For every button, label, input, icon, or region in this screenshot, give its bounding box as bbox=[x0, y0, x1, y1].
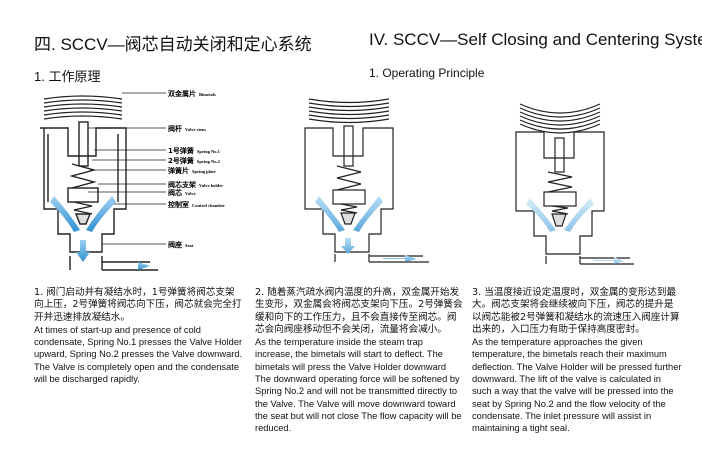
label-zh: 双金属片 bbox=[168, 89, 196, 98]
bimetal-stack bbox=[43, 95, 123, 120]
paragraph-en: As the temperature approaches the given … bbox=[472, 337, 682, 434]
label-zh: 1号弹簧 bbox=[168, 146, 194, 155]
label-en: Control chamber bbox=[192, 203, 225, 208]
paragraph-en: As the temperature inside the steam trap… bbox=[255, 337, 462, 434]
text-column-1: 1. 阀门启动并有凝结水时，1号弹簧将阀芯支架向上压，2号弹簧将阀芯向下压，阀芯… bbox=[34, 287, 244, 385]
paragraph-zh: 3. 当温度接近设定温度时，双金属的变形达到最大。阀芯支架将会继续被向下压，阀芯… bbox=[472, 287, 680, 335]
label-zh: 控制室 bbox=[168, 200, 189, 209]
text-column-3: 3. 当温度接近设定温度时，双金属的变形达到最大。阀芯支架将会继续被向下压，阀芯… bbox=[472, 287, 682, 435]
label-en: Spring plate bbox=[192, 169, 216, 174]
label-zh: 弹簧片 bbox=[168, 166, 189, 175]
label-en: Bimetals bbox=[199, 92, 216, 97]
text-column-2: 2. 随着蒸汽疏水阀内温度的升高，双金属开始发生变形，双金属会将阀芯支架向下压。… bbox=[255, 287, 463, 435]
label-zh: 阀芯支架 bbox=[168, 180, 196, 189]
valve-diagram-3 bbox=[515, 103, 634, 265]
label-zh: 2号弹簧 bbox=[168, 156, 194, 165]
label-zh: 阀芯 bbox=[168, 188, 182, 197]
label-en: Valve bbox=[185, 191, 196, 196]
label-en: Spring No.1 bbox=[197, 149, 221, 154]
section-title-zh: 四. SCCV—阀芯自动关闭和定心系统 bbox=[34, 35, 312, 54]
label-en: Valve stem bbox=[185, 127, 206, 132]
label-zh: 阀座 bbox=[168, 240, 182, 249]
subtitle-en: 1. Operating Principle bbox=[369, 66, 485, 80]
subtitle-zh: 1. 工作原理 bbox=[34, 69, 101, 84]
label-en: Spring No.2 bbox=[197, 159, 221, 164]
paragraph-zh: 2. 随着蒸汽疏水阀内温度的升高，双金属开始发生变形，双金属会将阀芯支架向下压。… bbox=[255, 287, 463, 335]
paragraph-zh: 1. 阀门启动并有凝结水时，1号弹簧将阀芯支架向上压，2号弹簧将阀芯向下压，阀芯… bbox=[34, 287, 242, 323]
label-en: Seat bbox=[185, 243, 194, 248]
label-zh: 阀杆 bbox=[168, 124, 182, 133]
section-title-en: IV. SCCV—Self Closing and Centering Syst… bbox=[369, 30, 702, 49]
label-en: Valve holder bbox=[199, 183, 223, 188]
valve-diagram-2 bbox=[304, 98, 429, 263]
paragraph-en: At times of start-up and presence of col… bbox=[34, 324, 243, 385]
